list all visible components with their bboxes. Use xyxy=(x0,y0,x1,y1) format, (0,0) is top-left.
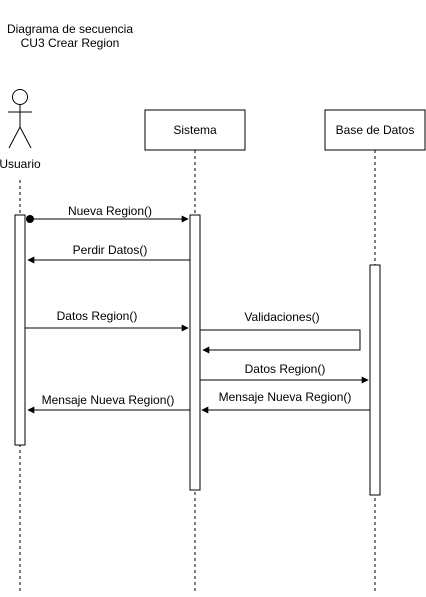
participant-label-sistema: Sistema xyxy=(173,123,217,137)
message-arrow-validaciones xyxy=(200,329,361,354)
message-label-validaciones: Validaciones() xyxy=(244,310,319,324)
participant-box-sistema xyxy=(144,109,246,151)
participant-label-base-de-datos: Base de Datos xyxy=(336,123,415,137)
diagram-title-line2: CU3 Crear Region xyxy=(21,36,120,50)
message-label-mensaje-nueva-region-usuario: Mensaje Nueva Region() xyxy=(42,393,175,407)
actor-label: Usuario xyxy=(0,157,41,171)
activation-sistema xyxy=(189,214,201,491)
message-label-datos-region-1: Datos Region() xyxy=(57,309,138,323)
message-label-nueva-region: Nueva Region() xyxy=(68,204,152,218)
message-label-mensaje-nueva-region-db: Mensaje Nueva Region() xyxy=(219,390,352,404)
activation-usuario xyxy=(14,214,26,446)
message-label-datos-region-2: Datos Region() xyxy=(245,362,326,376)
participant-box-base-de-datos xyxy=(324,109,426,151)
activation-base-de-datos xyxy=(369,264,381,496)
actor-usuario xyxy=(8,89,32,149)
diagram-title-line1: Diagrama de secuencia xyxy=(7,22,133,36)
message-label-perdir-datos: Perdir Datos() xyxy=(73,243,148,257)
